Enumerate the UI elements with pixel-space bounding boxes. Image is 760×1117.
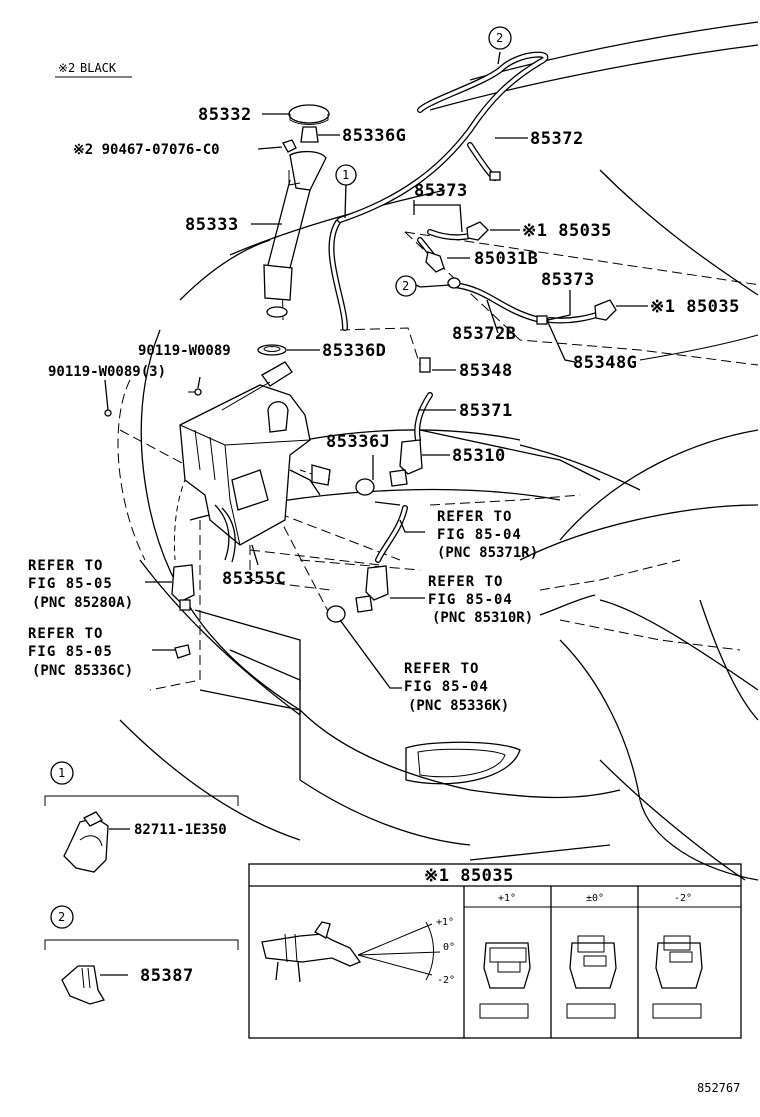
label-85373-a: 85373 xyxy=(414,181,468,201)
small-parts xyxy=(171,171,617,659)
callout-1-mid: 1 xyxy=(342,168,349,182)
label-85333: 85333 xyxy=(185,215,239,235)
legend-items xyxy=(44,795,239,1005)
connector-view-minus2 xyxy=(652,935,703,1019)
label-82711: 82711-1E350 xyxy=(134,822,227,838)
ref2-line2: FIG 85-04 xyxy=(428,592,513,608)
connector-view-plus1 xyxy=(479,942,531,1019)
note-text: BLACK xyxy=(80,61,117,75)
ref3-line2: FIG 85-05 xyxy=(28,576,113,592)
label-85387: 85387 xyxy=(140,966,194,986)
ref5-line1: REFER TO xyxy=(404,661,479,677)
refer-blocks: REFER TO FIG 85-04 (PNC 85371R) REFER TO… xyxy=(28,509,538,714)
label-85373-b: 85373 xyxy=(541,270,595,290)
ref4-line3: (PNC 85336C) xyxy=(32,663,133,679)
detail-title: ※1 85035 xyxy=(424,866,514,886)
connector-view-zero xyxy=(566,935,617,1019)
detail-col-minus2: -2° xyxy=(674,893,692,904)
label-90119-b: 90119-W0089(3) xyxy=(48,364,166,380)
label-85348G: 85348G xyxy=(573,353,637,373)
label-90467: ※2 90467-07076-C0 xyxy=(73,142,220,158)
ref1-line2: FIG 85-04 xyxy=(437,527,522,543)
leader-lines xyxy=(100,51,648,976)
label-85348: 85348 xyxy=(459,361,513,381)
label-85332: 85332 xyxy=(198,105,252,125)
label-85035-b: ※1 85035 xyxy=(650,297,740,317)
callouts: 2 1 2 1 2 xyxy=(50,26,512,929)
ref1-line1: REFER TO xyxy=(437,509,512,525)
ref2-line3: (PNC 85310R) xyxy=(432,610,533,626)
ref5-line2: FIG 85-04 xyxy=(404,679,489,695)
label-85035-a: ※1 85035 xyxy=(522,221,612,241)
label-85372B: 85372B xyxy=(452,324,516,344)
label-85336G: 85336G xyxy=(342,126,406,146)
part-labels: ※2 BLACK 85332 85336G ※2 90467-07076-C0 … xyxy=(48,61,740,986)
label-85336D: 85336D xyxy=(322,341,386,361)
label-90119-a: 90119-W0089 xyxy=(138,343,231,359)
label-85371: 85371 xyxy=(459,401,513,421)
ref1-line3: (PNC 85371R) xyxy=(437,545,538,561)
ref5-line3: (PNC 85336K) xyxy=(408,698,509,714)
vehicle-outline xyxy=(119,21,759,881)
callout-2-top: 2 xyxy=(496,31,503,45)
label-85031B: 85031B xyxy=(474,249,538,269)
ref3-line3: (PNC 85280A) xyxy=(32,595,133,611)
detail-angle-minus2: -2° xyxy=(437,975,455,986)
label-85355C: 85355C xyxy=(222,569,286,589)
detail-angle-zero: 0° xyxy=(443,942,455,953)
detail-col-zero: ±0° xyxy=(586,893,604,904)
ref4-line2: FIG 85-05 xyxy=(28,644,113,660)
callout-1-legend: 1 xyxy=(58,766,65,780)
ref4-line1: REFER TO xyxy=(28,626,103,642)
note-mark: ※2 xyxy=(58,61,75,75)
ref3-line1: REFER TO xyxy=(28,558,103,574)
filler-assembly xyxy=(257,104,330,356)
detail-angle-plus1: +1° xyxy=(436,917,454,928)
washer-tank xyxy=(104,361,331,563)
figure-id: 852767 xyxy=(697,1081,740,1095)
detail-box: ※1 85035 +1° ±0° -2° +1° 0° -2° xyxy=(248,863,742,1039)
label-85310: 85310 xyxy=(452,446,506,466)
callout-2-legend: 2 xyxy=(58,910,65,924)
label-85336J: 85336J xyxy=(326,432,390,452)
label-85372: 85372 xyxy=(530,129,584,149)
ref2-line1: REFER TO xyxy=(428,574,503,590)
detail-col-plus1: +1° xyxy=(498,893,516,904)
callout-2-mid: 2 xyxy=(402,279,409,293)
